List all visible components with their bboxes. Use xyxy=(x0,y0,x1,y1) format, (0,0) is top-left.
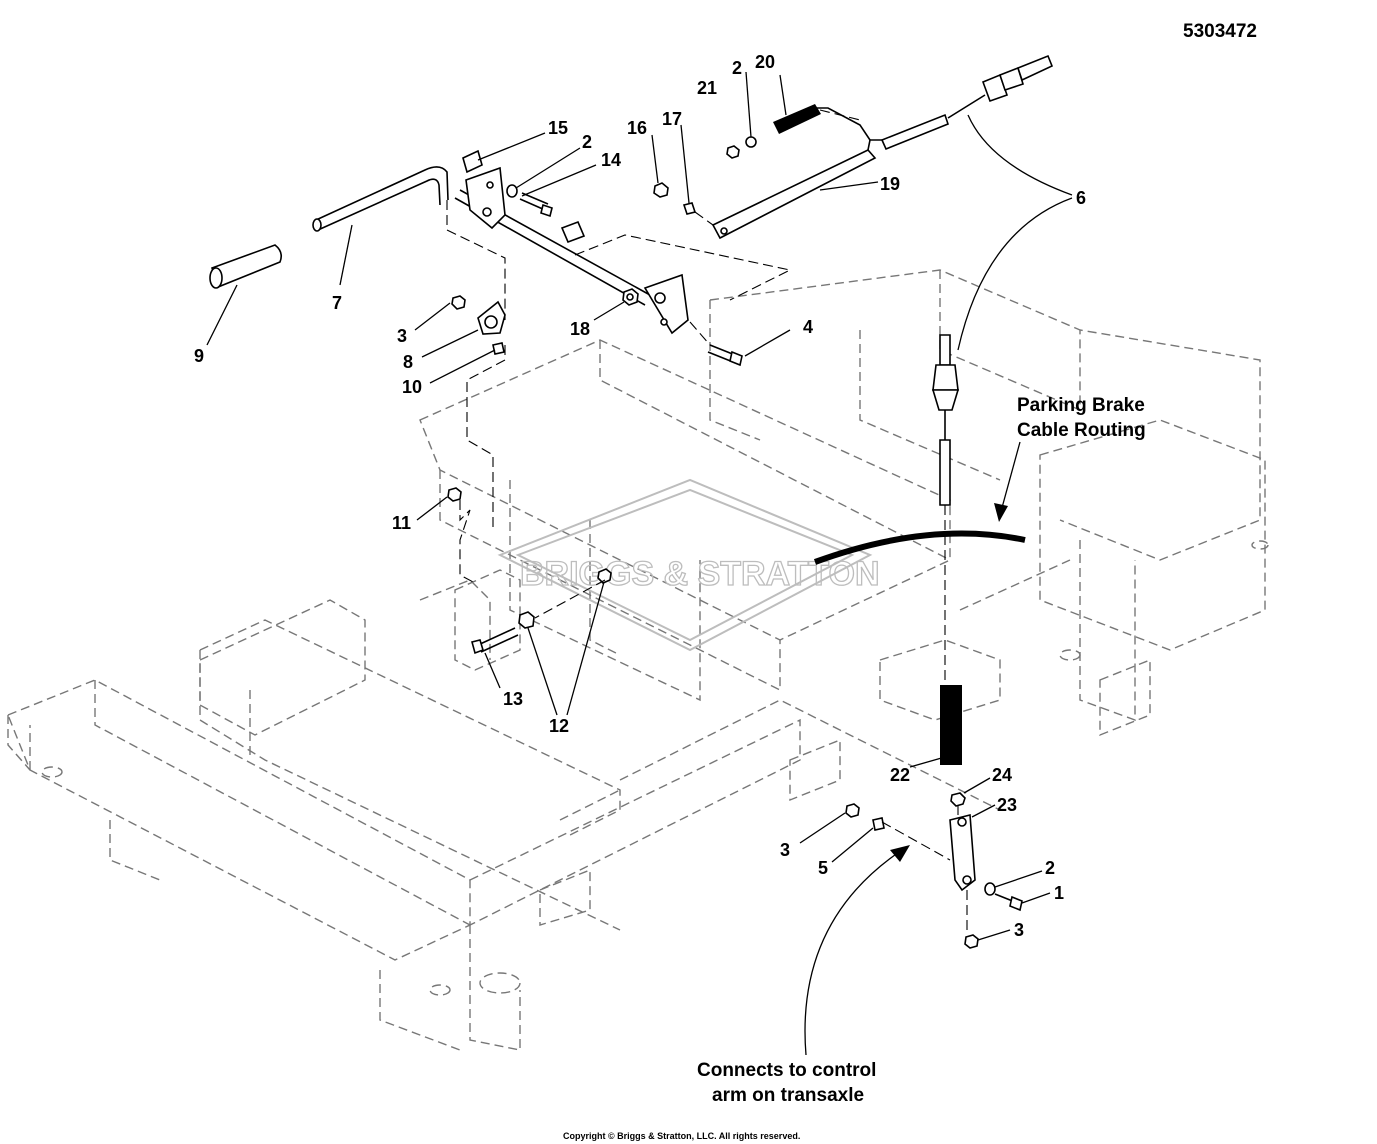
callout-16: 16 xyxy=(627,118,647,138)
spacer-15 xyxy=(462,149,483,174)
nut-3-lower xyxy=(964,934,979,949)
callout-12: 12 xyxy=(549,716,569,736)
callout-17: 17 xyxy=(662,109,682,129)
note-parking-brake-line2: Cable Routing xyxy=(1017,420,1146,441)
copyright-notice: Copyright © Briggs & Stratton, LLC. All … xyxy=(563,1131,800,1141)
brand-watermark: BRIGGS & STRATTON xyxy=(497,478,880,652)
brake-link-19 xyxy=(711,139,885,240)
notes: Parking Brake Cable Routing Connects to … xyxy=(697,395,1146,1106)
grip-9 xyxy=(209,244,282,289)
callout-24: 24 xyxy=(992,765,1012,785)
callout-3-a: 3 xyxy=(397,326,407,346)
leader-lines xyxy=(206,71,1073,1056)
nut-18 xyxy=(622,288,639,306)
callout-11: 11 xyxy=(392,513,411,533)
note-parking-brake-line1: Parking Brake xyxy=(1017,395,1145,416)
bearing-flange-8 xyxy=(451,295,506,355)
spring-22 xyxy=(940,685,962,765)
nut-12 xyxy=(518,568,612,629)
bolt-14 xyxy=(519,192,553,218)
callout-8: 8 xyxy=(403,352,413,372)
callout-19: 19 xyxy=(880,174,900,194)
callout-20: 20 xyxy=(755,52,775,72)
callout-14: 14 xyxy=(601,150,621,170)
nut-24 xyxy=(950,792,966,807)
callout-6: 6 xyxy=(1076,188,1086,208)
assembly-lines xyxy=(446,109,968,935)
nut-16 xyxy=(653,182,669,198)
callout-2-b: 2 xyxy=(732,58,742,78)
callout-15: 15 xyxy=(548,118,568,138)
callout-5: 5 xyxy=(818,858,828,878)
washer-2-mid xyxy=(745,136,757,148)
mount-bracket-right xyxy=(643,273,689,335)
callout-labels: 15 2 14 16 17 21 2 20 19 6 7 9 3 8 10 18… xyxy=(194,52,1086,940)
callout-18: 18 xyxy=(570,319,590,339)
nut-11 xyxy=(447,487,462,502)
washer-2-low xyxy=(984,882,996,896)
bolt-13 xyxy=(471,627,519,655)
callout-3-b: 3 xyxy=(780,840,790,860)
spring-20 xyxy=(773,104,871,141)
callout-4: 4 xyxy=(803,317,813,337)
nut-3-mid xyxy=(845,803,860,818)
callout-2-c: 2 xyxy=(1045,858,1055,878)
callout-2-a: 2 xyxy=(582,132,592,152)
cable-routing-path xyxy=(813,530,1026,565)
block-part xyxy=(560,220,586,244)
nut-21 xyxy=(726,145,740,159)
callout-13: 13 xyxy=(503,689,523,709)
mount-bracket-left xyxy=(465,166,506,230)
washer-2-top xyxy=(506,184,518,198)
callout-10: 10 xyxy=(402,377,422,397)
brake-arm-23 xyxy=(949,813,976,892)
note-transaxle-line1: Connects to control xyxy=(697,1060,876,1081)
bolt-4 xyxy=(707,344,743,367)
spacer-17 xyxy=(682,202,697,215)
callout-3-c: 3 xyxy=(1014,920,1024,940)
callout-22: 22 xyxy=(890,765,910,785)
callout-1: 1 xyxy=(1054,883,1064,903)
brake-cable-6 xyxy=(880,54,1054,506)
callout-9: 9 xyxy=(194,346,204,366)
mower-frame xyxy=(7,269,1269,1051)
callout-7: 7 xyxy=(332,293,342,313)
spacer-5 xyxy=(872,817,885,831)
callout-21: 21 xyxy=(697,78,717,98)
callout-23: 23 xyxy=(997,795,1017,815)
bolt-1 xyxy=(994,893,1023,912)
note-transaxle-line2: arm on transaxle xyxy=(712,1085,864,1106)
document-number: 5303472 xyxy=(1183,21,1257,42)
